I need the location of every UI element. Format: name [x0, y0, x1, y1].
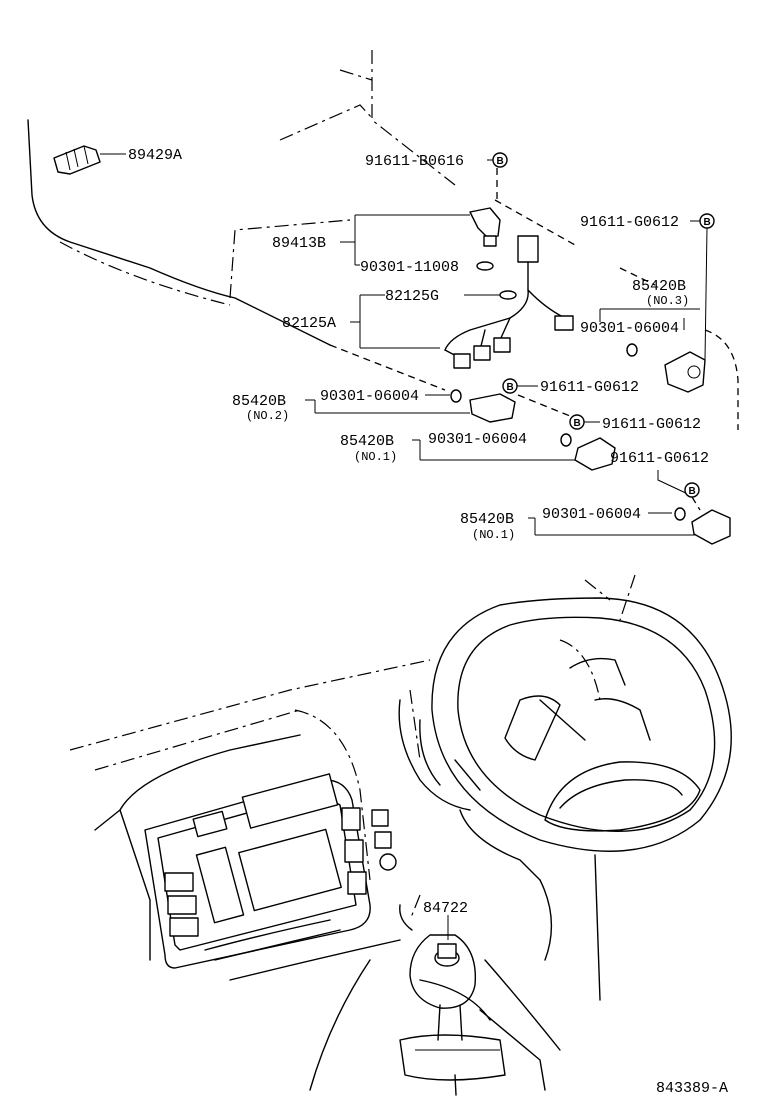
part-85420b-no2: 85420B (NO.2) 90301-06004 B 91611-G0612 [232, 378, 639, 423]
label-no3: (NO.3) [646, 294, 689, 308]
label-85420b-no3: 85420B [632, 278, 686, 295]
label-90301-06004-no1a: 90301-06004 [428, 431, 527, 448]
label-91611-b0616: 91611-B0616 [365, 153, 464, 170]
label-no1b: (NO.1) [472, 528, 515, 542]
label-90301-06004-no3: 90301-06004 [580, 320, 679, 337]
label-91611-g0612-no1b: 91611-G0612 [610, 450, 709, 467]
part-89413b: 89413B 90301-11008 [272, 207, 501, 276]
label-89413b: 89413B [272, 235, 326, 252]
label-89429a: 89429A [128, 147, 182, 164]
label-90301-11008: 90301-11008 [360, 259, 459, 276]
label-85420b-no1b: 85420B [460, 511, 514, 528]
label-91611-g0612-top: 91611-G0612 [580, 214, 679, 231]
part-89429a: 89429A [53, 145, 182, 175]
bolt-b-letter: B [507, 382, 514, 393]
connector-icon [517, 235, 539, 263]
part-82125a-harness: 82125G 82125A [282, 235, 574, 369]
body-outline [27, 50, 739, 430]
label-85420b-no2: 85420B [232, 393, 286, 410]
label-no1a: (NO.1) [354, 450, 397, 464]
reference-number: 843389-A [656, 1080, 728, 1097]
bolt-b-icon [492, 152, 508, 168]
label-85420b-no1a: 85420B [340, 433, 394, 450]
label-82125g: 82125G [385, 288, 439, 305]
part-91611-b0616: 91611-B0616 B [365, 152, 508, 200]
part-85420b-no1a: B 91611-G0612 85420B (NO.1) 90301-06004 [340, 414, 701, 471]
part-85420b-no1b: 91611-G0612 B 85420B (NO.1) 90301-06004 [460, 450, 731, 545]
label-90301-06004-no2: 90301-06004 [320, 388, 419, 405]
label-no2: (NO.2) [246, 409, 289, 423]
bolt-b-letter: B [497, 156, 504, 167]
bolt-b-letter: B [704, 217, 711, 228]
part-85420b-no3: 91611-G0612 B 85420B (NO.3) 90301-06004 [580, 213, 715, 393]
label-91611-g0612-no1a: 91611-G0612 [602, 416, 701, 433]
label-91611-g0612-no2: 91611-G0612 [540, 379, 639, 396]
label-84722: 84722 [423, 900, 468, 917]
bolt-b-letter: B [574, 418, 581, 429]
dashboard-drawing: 84722 [69, 574, 732, 1096]
bolt-b-letter: B [689, 486, 696, 497]
label-90301-06004-no1b: 90301-06004 [542, 506, 641, 523]
oring-icon [476, 261, 494, 271]
label-82125a: 82125A [282, 315, 336, 332]
